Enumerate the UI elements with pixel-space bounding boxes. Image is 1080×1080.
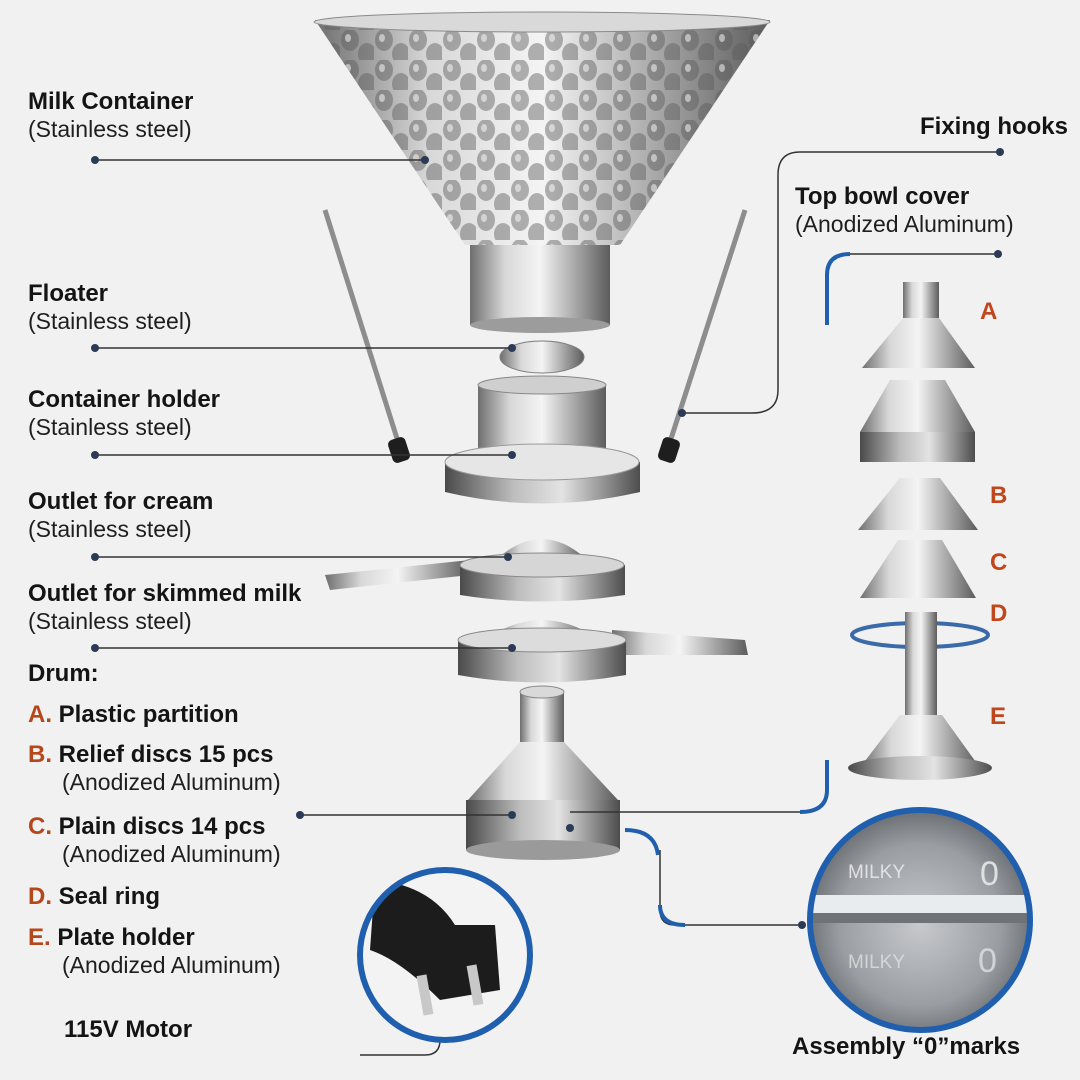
drum-part-e-letter: E. xyxy=(28,924,51,951)
container-holder-image xyxy=(444,375,640,504)
label-motor: 115V Motor xyxy=(64,1016,192,1044)
label-top-bowl-cover: Top bowl cover (Anodized Aluminum) xyxy=(795,183,1014,237)
drum-image xyxy=(466,685,620,860)
drum-part-b-name: Relief discs 15 pcs xyxy=(58,741,274,768)
outlet-cream-title: Outlet for cream xyxy=(28,488,214,515)
engraving-mark-bottom: 0 xyxy=(978,942,997,980)
milk-container-title: Milk Container xyxy=(28,88,194,115)
drum-title: Drum: xyxy=(28,660,99,687)
outlet-skimmed-image xyxy=(457,620,748,683)
fixing-hooks-title: Fixing hooks xyxy=(919,113,1068,140)
label-drum: Drum: xyxy=(28,660,99,688)
fixing-hooks-image xyxy=(322,209,748,463)
drum-part-e-material: (Anodized Aluminum) xyxy=(62,951,281,978)
outlet-skimmed-material: (Stainless steel) xyxy=(28,607,192,634)
drum-part-d: D. Seal ring xyxy=(28,883,160,911)
floater-image xyxy=(499,340,585,374)
drum-part-a-name: Plastic partition xyxy=(58,701,239,728)
label-assembly-marks: Assembly “0”marks xyxy=(792,1033,1020,1061)
outlet-cream-image xyxy=(325,539,625,602)
assembly-marks-title: Assembly “0”marks xyxy=(792,1033,1021,1060)
label-milk-container: Milk Container (Stainless steel) xyxy=(28,88,193,142)
outlet-cream-material: (Stainless steel) xyxy=(28,515,192,542)
container-holder-title: Container holder xyxy=(28,386,221,413)
plug-inset-image xyxy=(357,867,533,1043)
drum-part-b-material: (Anodized Aluminum) xyxy=(62,768,281,795)
drum-part-b-letter: B. xyxy=(28,741,52,768)
label-fixing-hooks: Fixing hooks xyxy=(920,113,1068,141)
engraving-mark-top: 0 xyxy=(980,855,999,893)
assembly-marks-inset-image: MILKY 0 MILKY 0 xyxy=(807,807,1033,1033)
outlet-skimmed-title: Outlet for skimmed milk xyxy=(28,580,302,607)
drum-part-b: B. Relief discs 15 pcs (Anodized Aluminu… xyxy=(28,741,281,795)
container-holder-material: (Stainless steel) xyxy=(28,413,192,440)
label-floater: Floater (Stainless steel) xyxy=(28,280,192,334)
drum-part-d-letter: D. xyxy=(28,883,52,910)
drum-part-a-letter: A. xyxy=(28,701,52,728)
stack-letter-e: E xyxy=(990,703,1007,730)
label-container-holder: Container holder (Stainless steel) xyxy=(28,386,220,440)
drum-part-d-name: Seal ring xyxy=(58,883,161,910)
top-bowl-cover-title: Top bowl cover xyxy=(795,183,970,210)
top-bowl-cover-material: (Anodized Aluminum) xyxy=(795,210,1014,237)
floater-title: Floater xyxy=(28,280,109,307)
stack-letter-a: A xyxy=(980,298,998,325)
engraving-brand-top: MILKY xyxy=(848,862,905,883)
drum-parts-stack-image xyxy=(848,282,992,780)
drum-part-a: A. Plastic partition xyxy=(28,701,239,729)
floater-material: (Stainless steel) xyxy=(28,307,192,334)
stack-letter-b: B xyxy=(990,482,1008,509)
label-outlet-cream: Outlet for cream (Stainless steel) xyxy=(28,488,213,542)
drum-part-c-letter: C. xyxy=(28,813,52,840)
engraving-brand-bottom: MILKY xyxy=(848,952,905,973)
label-outlet-skimmed: Outlet for skimmed milk (Stainless steel… xyxy=(28,580,301,634)
milk-container-material: (Stainless steel) xyxy=(28,115,192,142)
motor-title: 115V Motor xyxy=(64,1016,193,1043)
drum-part-e-name: Plate holder xyxy=(57,924,195,951)
drum-part-c-material: (Anodized Aluminum) xyxy=(62,840,281,867)
blue-accents xyxy=(624,252,851,927)
milk-container-image xyxy=(313,11,771,333)
stack-letter-c: C xyxy=(990,549,1008,576)
drum-part-e: E. Plate holder (Anodized Aluminum) xyxy=(28,924,281,978)
drum-part-c-name: Plain discs 14 pcs xyxy=(58,813,266,840)
stack-letter-d: D xyxy=(990,600,1008,627)
drum-part-c: C. Plain discs 14 pcs (Anodized Aluminum… xyxy=(28,813,281,867)
